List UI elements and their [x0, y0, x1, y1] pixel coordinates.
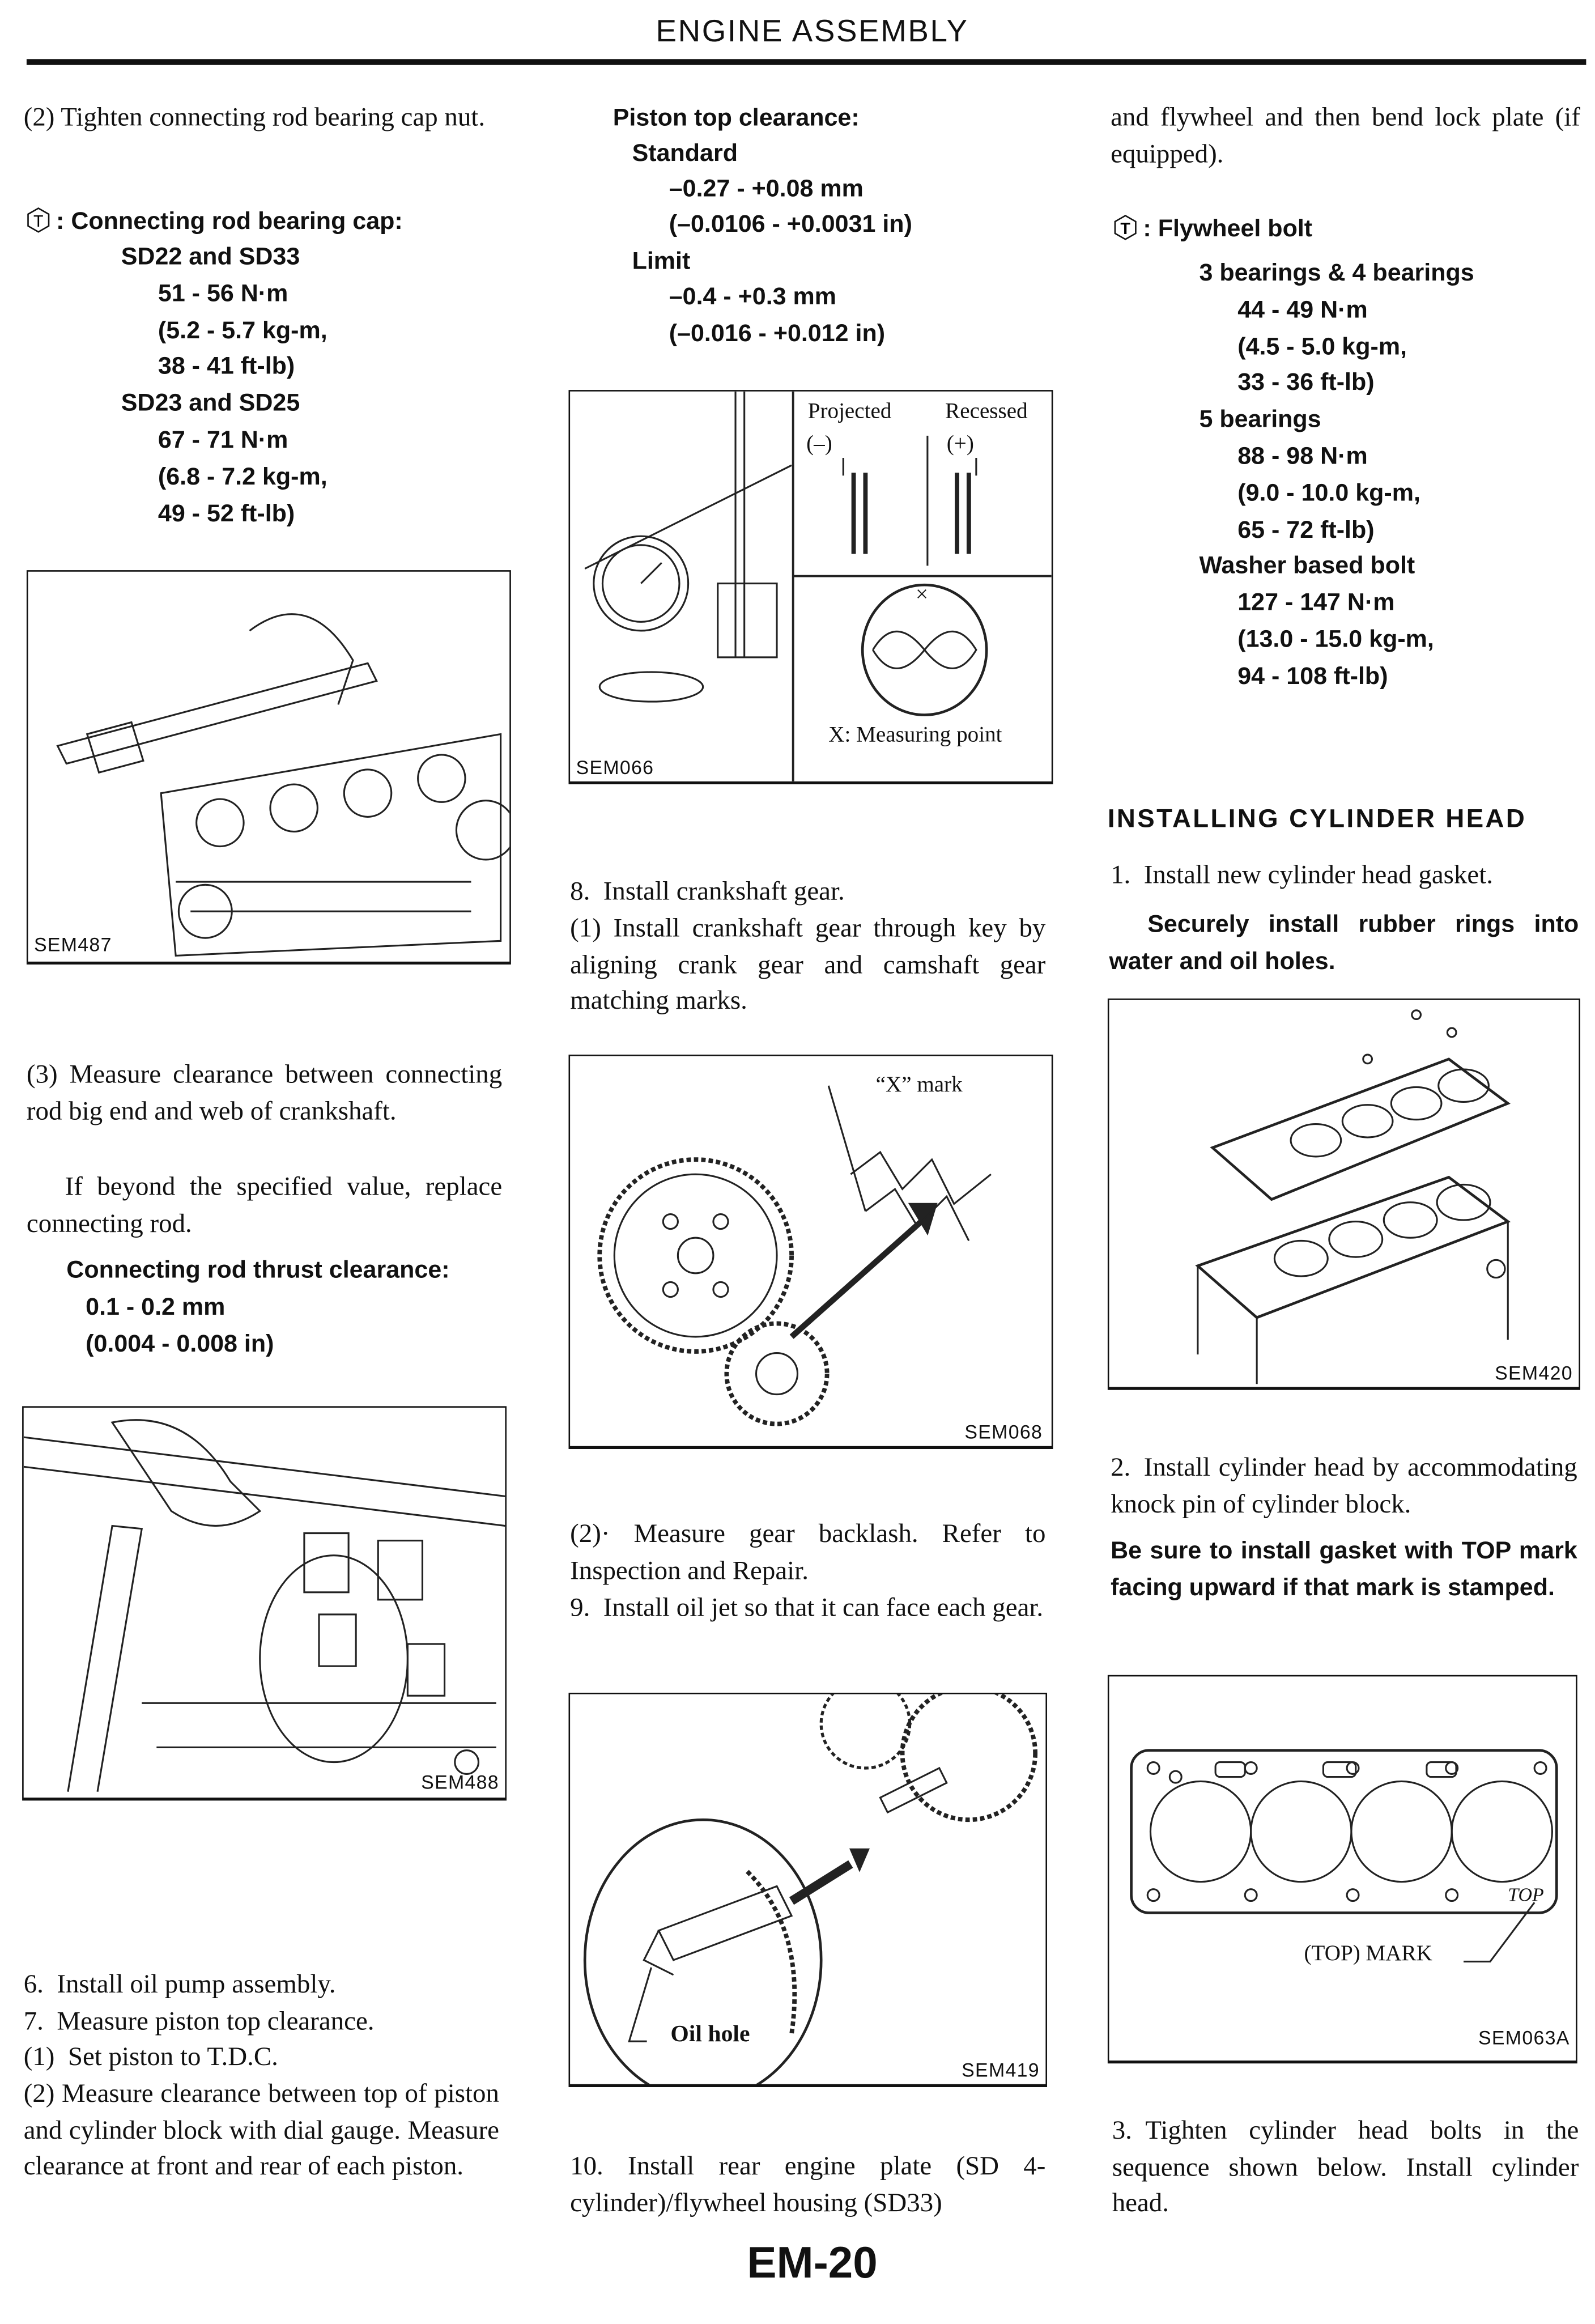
- standard-mm: –0.27 - +0.08 mm: [669, 176, 864, 203]
- figure-code: SEM419: [962, 2059, 1040, 2081]
- thrust-mm: 0.1 - 0.2 mm: [86, 1294, 226, 1321]
- spec-value: 67 - 71 N·m: [158, 427, 288, 454]
- step-7-1: (1) Set piston to T.D.C.: [23, 2041, 278, 2071]
- spec-heading: SD23 and SD25: [121, 390, 300, 417]
- step-6: 6. Install oil pump assembly.: [23, 1969, 336, 1999]
- install-step-2: 2. Install cylinder head by accommodatin…: [1111, 1452, 1577, 1518]
- install-step-1: 1. Install new cylinder head gasket.: [1111, 859, 1493, 890]
- limit-in: (–0.016 - +0.012 in): [669, 320, 886, 347]
- torque-icon: T: [1114, 215, 1137, 240]
- header-rule: [26, 59, 1587, 65]
- step-8-1: (1) Install crankshaft gear through key …: [570, 912, 1046, 1016]
- plus-label: (+): [946, 432, 974, 457]
- svg-text:T: T: [33, 213, 44, 231]
- spec-value: (5.2 - 5.7 kg-m,: [158, 317, 327, 344]
- thrust-clearance-label: Connecting rod thrust clearance:: [66, 1257, 450, 1284]
- spec-value: (4.5 - 5.0 kg-m,: [1237, 333, 1407, 360]
- flywheel-spec: 3 bearings & 4 bearings 44 - 49 N·m (4.5…: [1199, 256, 1474, 695]
- recessed-label: Recessed: [945, 400, 1028, 424]
- dial-gauge-illustration: [584, 391, 1052, 781]
- install-step-1-note: Securely install rubber rings into water…: [1109, 911, 1579, 975]
- page-number: EM-20: [747, 2239, 878, 2288]
- minus-label: (–): [806, 432, 832, 457]
- spec-value: 65 - 72 ft-lb): [1237, 516, 1375, 543]
- connecting-rod-spec: SD22 and SD33 51 - 56 N·m (5.2 - 5.7 kg-…: [121, 239, 327, 532]
- replace-note: If beyond the specified value, replace c…: [26, 1171, 503, 1238]
- figure-sem063a: TOP (TOP) MARK SEM063A: [1107, 1675, 1577, 2064]
- spec-value: 38 - 41 ft-lb): [158, 353, 295, 380]
- torque-label-text: : Connecting rod bearing cap:: [56, 208, 403, 235]
- top-mark-label: (TOP) MARK: [1304, 1942, 1432, 1966]
- standard-label: Standard: [632, 140, 738, 167]
- spec-value: 33 - 36 ft-lb): [1237, 369, 1375, 397]
- install-step-3: 3. Tighten cylinder head bolts in the se…: [1112, 2115, 1579, 2217]
- spec-value: (9.0 - 10.0 kg-m,: [1237, 479, 1420, 507]
- figure-sem420: SEM420: [1107, 998, 1580, 1390]
- oil-jet-illustration: [583, 1694, 1038, 2084]
- spec-value: (6.8 - 7.2 kg-m,: [158, 463, 327, 490]
- figure-sem066: Projected Recessed (–) (+) × X: Measurin…: [568, 390, 1053, 785]
- gasket-top-mark-illustration: [1130, 1749, 1558, 1962]
- step-8: 8. Install crankshaft gear.: [570, 876, 845, 906]
- oil-hole-label: Oil hole: [670, 2022, 750, 2047]
- step-7-2: (2) Measure clearance between top of pis…: [23, 2078, 499, 2181]
- figure-code: SEM068: [964, 1421, 1043, 1443]
- feeler-gauge-illustration: [23, 1419, 505, 1792]
- spec-value: 51 - 56 N·m: [158, 280, 288, 307]
- figure-code: SEM420: [1495, 1362, 1573, 1384]
- step-3-measure: (3) Measure clearance between connecting…: [26, 1059, 503, 1125]
- piston-clearance-title: Piston top clearance:: [613, 105, 860, 131]
- torque-spec-label: T : Connecting rod bearing cap:: [27, 204, 403, 241]
- projected-label: Projected: [807, 400, 892, 424]
- measuring-point-label: X: Measuring point: [828, 724, 1002, 747]
- figure-code: SEM488: [421, 1771, 499, 1794]
- limit-mm: –0.4 - +0.3 mm: [669, 283, 837, 311]
- step-7: 7. Measure piston top clearance.: [23, 2005, 375, 2035]
- spec-value: 44 - 49 N·m: [1237, 296, 1368, 324]
- limit-label: Limit: [632, 248, 691, 275]
- spec-value: 127 - 147 N·m: [1237, 589, 1395, 617]
- head-gasket-illustration: [1195, 1009, 1511, 1384]
- page-header: ENGINE ASSEMBLY: [656, 15, 969, 49]
- install-step-2-note: Be sure to install gasket with TOP mark …: [1111, 1537, 1577, 1601]
- spec-value: 49 - 52 ft-lb): [158, 500, 295, 527]
- torque-icon: T: [27, 207, 50, 233]
- step-10: 10. Install rear engine plate (SD 4-cyli…: [570, 2151, 1046, 2217]
- svg-text:T: T: [1120, 220, 1130, 238]
- spec-value: 88 - 98 N·m: [1237, 443, 1368, 470]
- figure-code: SEM063A: [1478, 2026, 1570, 2049]
- figure-code: SEM066: [576, 756, 654, 779]
- figure-sem068: “X” mark SEM068: [568, 1055, 1053, 1449]
- x-mark-label: “X” mark: [875, 1073, 963, 1098]
- gear-alignment-illustration: [597, 1085, 992, 1426]
- step-9: 9. Install oil jet so that it can face e…: [570, 1592, 1044, 1622]
- flywheel-continuation: and flywheel and then bend lock plate (i…: [1111, 101, 1580, 168]
- step-8-2: (2)· Measure gear backlash. Refer to Ins…: [570, 1518, 1046, 1584]
- steps-list: 6. Install oil pump assembly. 7. Measure…: [24, 1966, 499, 2075]
- step-2-tighten: (2) Tighten connecting rod bearing cap n…: [23, 101, 486, 131]
- spec-value: (13.0 - 15.0 kg-m,: [1237, 626, 1434, 653]
- top-stamp: TOP: [1508, 1883, 1544, 1906]
- torque-label-text: : Flywheel bolt: [1143, 215, 1313, 243]
- figure-sem419: Oil hole SEM419: [568, 1693, 1048, 2087]
- spec-value: 94 - 108 ft-lb): [1237, 662, 1388, 690]
- figure-code: SEM487: [33, 933, 112, 956]
- thrust-in: (0.004 - 0.008 in): [86, 1331, 274, 1358]
- figure-sem487: SEM487: [26, 570, 511, 965]
- spec-heading: SD22 and SD33: [121, 244, 300, 270]
- figure-sem488: SEM488: [22, 1406, 507, 1801]
- section-heading: INSTALLING CYLINDER HEAD: [1107, 803, 1527, 834]
- standard-in: (–0.0106 - +0.0031 in): [669, 211, 912, 238]
- spec-heading: Washer based bolt: [1199, 553, 1415, 580]
- torque-wrench-illustration: [56, 613, 510, 957]
- spec-heading: 3 bearings & 4 bearings: [1199, 260, 1474, 287]
- spec-heading: 5 bearings: [1199, 406, 1321, 434]
- measure-point-mark: ×: [916, 583, 929, 607]
- flywheel-torque-label: T : Flywheel bolt: [1113, 211, 1312, 248]
